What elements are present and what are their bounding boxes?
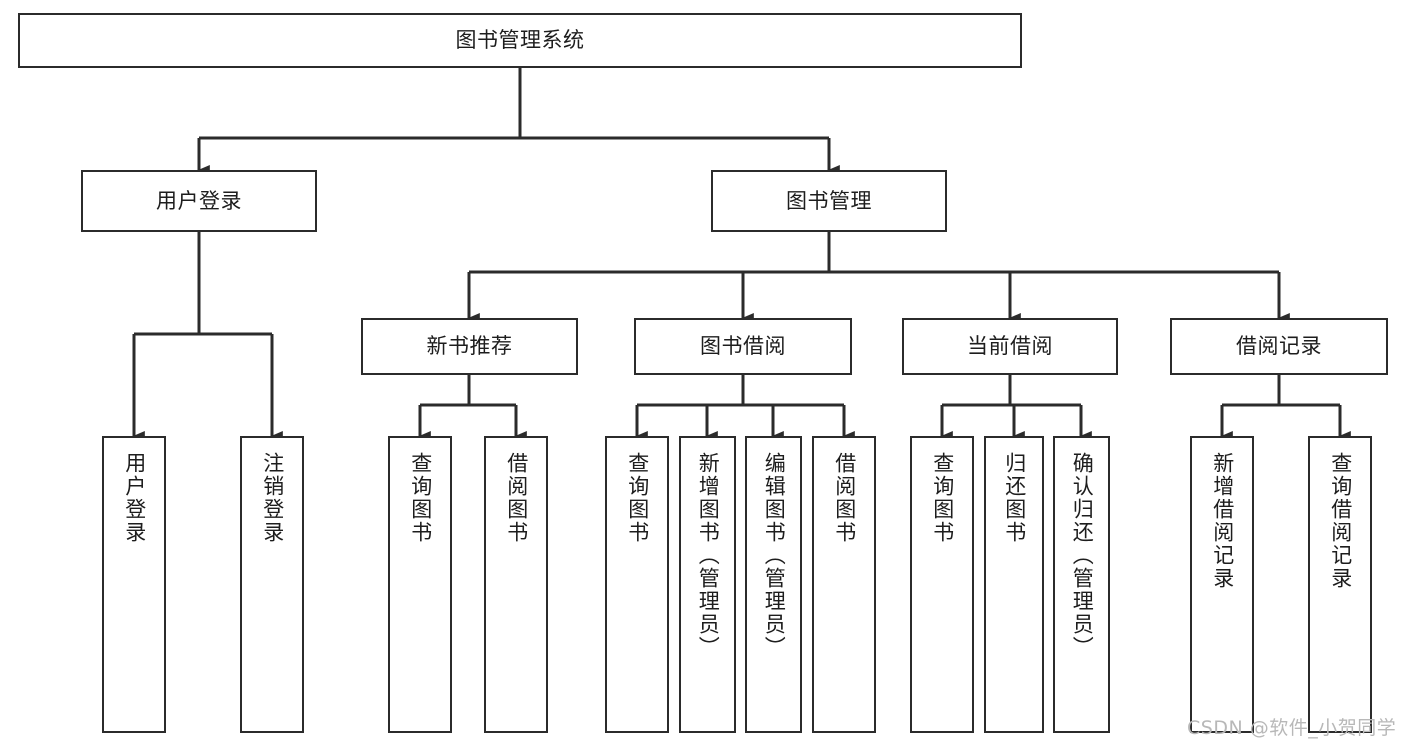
leaf-confirm-return[interactable]: 确认归还（管理员） (1053, 436, 1110, 733)
node-book-manage-label: 图书管理 (786, 188, 872, 213)
leaf-return-book[interactable]: 归还图书 (984, 436, 1044, 733)
leaf-add-borrow-record-label: 新增借阅记录 (1210, 452, 1235, 590)
node-new-book-recommend[interactable]: 新书推荐 (361, 318, 578, 375)
node-book-borrow[interactable]: 图书借阅 (634, 318, 852, 375)
leaf-query-book-borrow-label: 查询图书 (625, 452, 650, 544)
node-new-book-recommend-label: 新书推荐 (426, 334, 513, 359)
leaf-query-borrow-record-label: 查询借阅记录 (1328, 452, 1353, 590)
leaf-user-logout-label: 注销登录 (260, 452, 285, 544)
leaf-borrow-book-recommend[interactable]: 借阅图书 (484, 436, 548, 733)
node-root[interactable]: 图书管理系统 (18, 13, 1022, 68)
node-current-borrow-label: 当前借阅 (967, 334, 1053, 359)
leaf-query-book-borrow[interactable]: 查询图书 (605, 436, 669, 733)
node-borrow-record-label: 借阅记录 (1236, 334, 1322, 359)
leaf-user-logout[interactable]: 注销登录 (240, 436, 304, 733)
node-book-manage[interactable]: 图书管理 (711, 170, 947, 232)
node-user-login-label: 用户登录 (156, 188, 242, 213)
leaf-edit-book[interactable]: 编辑图书（管理员） (745, 436, 802, 733)
leaf-add-book-label: 新增图书（管理员） (696, 452, 721, 659)
leaf-user-login-label: 用户登录 (122, 452, 147, 544)
csdn-watermark: CSDN @软件_小贺同学 (1187, 717, 1397, 739)
leaf-confirm-return-label: 确认归还（管理员） (1070, 452, 1095, 659)
leaf-add-borrow-record[interactable]: 新增借阅记录 (1190, 436, 1254, 733)
leaf-query-book-current-label: 查询图书 (930, 452, 955, 544)
leaf-query-book-recommend-label: 查询图书 (408, 452, 433, 544)
node-borrow-record[interactable]: 借阅记录 (1170, 318, 1388, 375)
node-user-login[interactable]: 用户登录 (81, 170, 317, 232)
leaf-query-book-recommend[interactable]: 查询图书 (388, 436, 452, 733)
node-current-borrow[interactable]: 当前借阅 (902, 318, 1118, 375)
leaf-add-book[interactable]: 新增图书（管理员） (679, 436, 736, 733)
leaf-borrow-book-recommend-label: 借阅图书 (504, 452, 529, 544)
leaf-borrow-book-label: 借阅图书 (832, 452, 857, 544)
leaf-return-book-label: 归还图书 (1002, 452, 1027, 544)
node-book-borrow-label: 图书借阅 (700, 334, 786, 359)
node-root-label: 图书管理系统 (455, 28, 585, 53)
leaf-query-book-current[interactable]: 查询图书 (910, 436, 974, 733)
leaf-user-login[interactable]: 用户登录 (102, 436, 166, 733)
leaf-edit-book-label: 编辑图书（管理员） (762, 452, 787, 659)
leaf-query-borrow-record[interactable]: 查询借阅记录 (1308, 436, 1372, 733)
leaf-borrow-book[interactable]: 借阅图书 (812, 436, 876, 733)
